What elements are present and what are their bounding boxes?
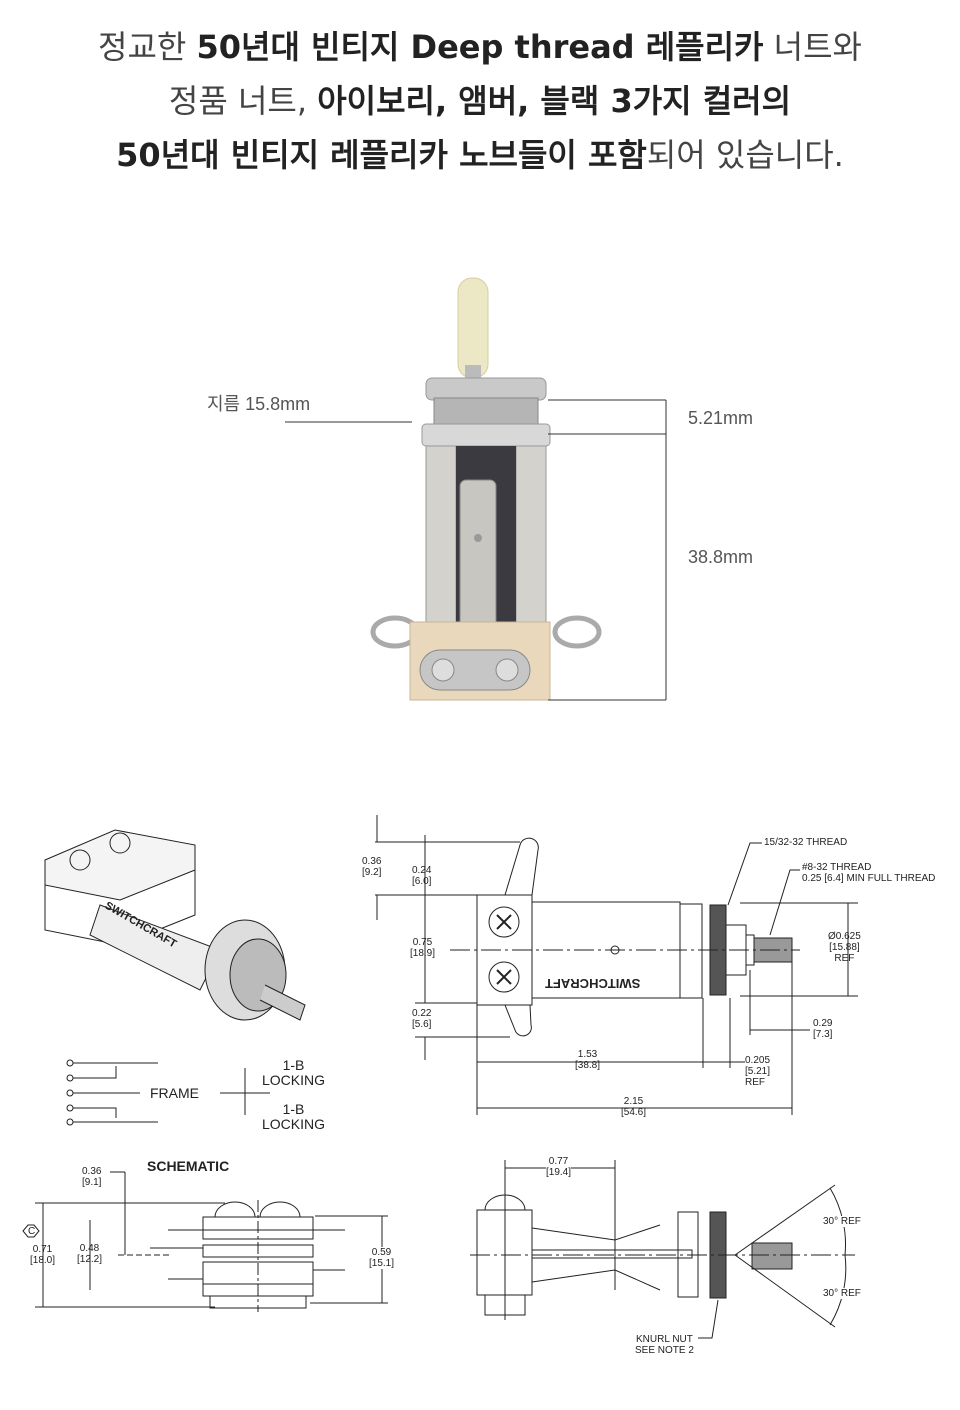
dim-048: 0.48[12.2]: [77, 1243, 103, 1265]
schematic-diagram: [66, 1059, 270, 1126]
headline-line-3: 50년대 빈티지 레플리카 노브들이 포함되어 있습니다.: [0, 128, 960, 182]
dim-215: 2.15[54.6]: [621, 1096, 647, 1118]
dim-diameter: Ø0.625[15.88]REF: [828, 931, 861, 964]
headline-text-bold: 50년대 빈티지 Deep thread 레플리카: [196, 28, 764, 66]
headline-text: 너트와: [763, 28, 862, 66]
end-view: [22, 1171, 388, 1312]
headline-text-bold: 50년대 빈티지 레플리카 노브들이 포함: [116, 136, 647, 174]
dim-036: 0.36[9.2]: [362, 856, 382, 878]
c-symbol: C: [28, 1226, 36, 1237]
dim-075: 0.75[18.9]: [410, 937, 436, 959]
dim-153: 1.53[38.8]: [575, 1049, 601, 1071]
thread-15-32-label: 15/32-32 THREAD: [764, 837, 848, 848]
diameter-label: 지름 15.8mm: [207, 394, 311, 414]
dim-022: 0.22[5.6]: [412, 1008, 432, 1030]
headline-text: 되어 있습니다.: [646, 136, 844, 174]
headline-text-bold: 아이보리, 앰버, 블랙 3가지 컬러의: [317, 82, 792, 120]
toggle-switch-photo: [285, 277, 667, 701]
headline-text: 정교한: [98, 28, 197, 66]
side-view: [375, 815, 858, 1115]
angle-top-label: 30° REF: [823, 1216, 861, 1227]
schematic-title: SCHEMATIC: [147, 1158, 230, 1174]
dim-0205: 0.205[5.21]REF: [745, 1055, 771, 1088]
dim-029: 0.29[7.3]: [813, 1018, 833, 1040]
body-length-label: 38.8mm: [688, 547, 754, 567]
angle-bottom-label: 30° REF: [823, 1288, 861, 1299]
top-view: [470, 1160, 855, 1339]
brand-engraving: SWITCHCRAFT: [545, 976, 641, 991]
headline-text: 정품 너트,: [168, 82, 318, 120]
headline-line-1: 정교한 50년대 빈티지 Deep thread 레플리카 너트와: [0, 20, 960, 74]
isometric-view: [44, 829, 306, 1021]
dim-059: 0.59[15.1]: [369, 1247, 395, 1269]
frame-label: FRAME: [150, 1085, 199, 1101]
dim-071: 0.71[18.0]: [30, 1244, 56, 1266]
nut-height-label: 5.21mm: [688, 408, 754, 428]
dim-024: 0.24[6.0]: [412, 865, 432, 887]
dim-036-end: 0.36[9.1]: [82, 1166, 102, 1188]
headline-line-2: 정품 너트, 아이보리, 앰버, 블랙 3가지 컬러의: [0, 74, 960, 128]
dim-077: 0.77[19.4]: [546, 1156, 572, 1178]
